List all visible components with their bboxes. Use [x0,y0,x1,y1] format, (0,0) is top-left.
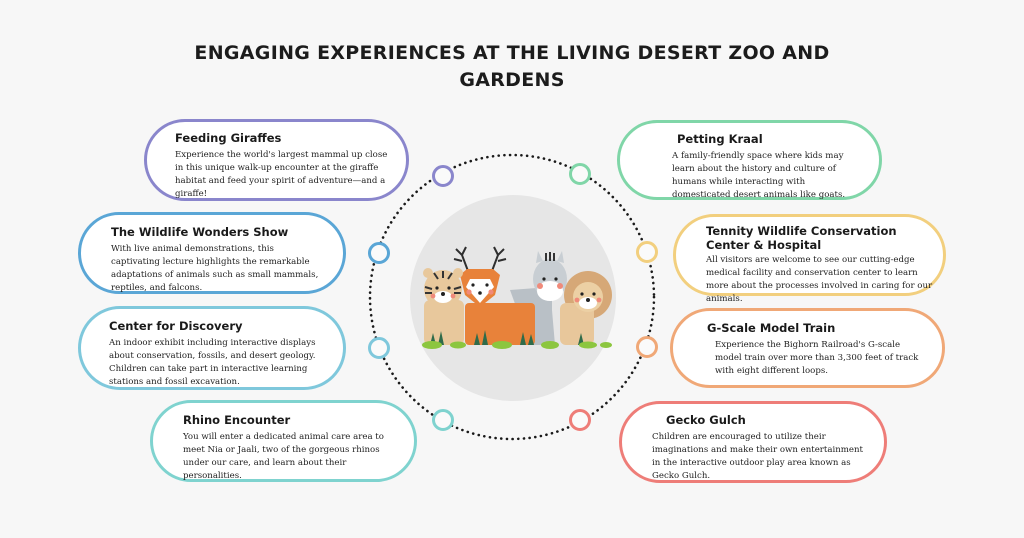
node-ring-tennity-center [636,241,658,263]
card-title: Center for Discovery [109,319,243,333]
node-ring-feeding-giraffes [432,165,454,187]
card-description: Experience the world's largest mammal up… [175,150,388,199]
card-description: Children are encouraged to utilize their… [652,432,863,481]
card-title: The Wildlife Wonders Show [111,225,289,239]
card-description: With live animal demonstrations, this ca… [111,244,319,293]
card-wildlife-wonders-show: The Wildlife Wonders Show With live anim… [78,212,346,294]
node-ring-g-scale-train [636,336,658,358]
card-title: Tennity Wildlife Conservation Center & H… [706,224,897,252]
card-title: G-Scale Model Train [707,321,836,335]
card-description: An indoor exhibit including interactive … [109,338,316,387]
card-gecko-gulch: Gecko Gulch Children are encouraged to u… [619,401,887,483]
card-description: A family-friendly space where kids may l… [672,151,846,200]
card-title: Petting Kraal [677,132,763,146]
card-description: All visitors are welcome to see our cutt… [706,255,933,304]
node-ring-rhino-encounter [432,409,454,431]
card-petting-kraal: Petting Kraal A family-friendly space wh… [617,120,882,200]
card-title: Feeding Giraffes [175,131,282,145]
card-title: Rhino Encounter [183,413,291,427]
page-title: ENGAGING EXPERIENCES AT THE LIVING DESER… [194,42,830,91]
node-ring-petting-kraal [569,163,591,185]
card-tennity-conservation-center: Tennity Wildlife Conservation Center & H… [673,214,946,304]
card-g-scale-model-train: G-Scale Model Train Experience the Bigho… [670,308,945,388]
card-title: Gecko Gulch [666,413,746,427]
card-description: You will enter a dedicated animal care a… [183,432,384,481]
node-ring-wildlife-wonders [368,242,390,264]
card-rhino-encounter: Rhino Encounter You will enter a dedicat… [150,400,417,482]
card-center-for-discovery: Center for Discovery An indoor exhibit i… [78,306,346,390]
node-ring-gecko-gulch [569,409,591,431]
cartoon-animals-illustration [422,246,612,349]
node-ring-center-for-discovery [368,337,390,359]
card-feeding-giraffes: Feeding Giraffes Experience the world's … [144,119,409,201]
card-description: Experience the Bighorn Railroad's G-scal… [715,340,919,376]
